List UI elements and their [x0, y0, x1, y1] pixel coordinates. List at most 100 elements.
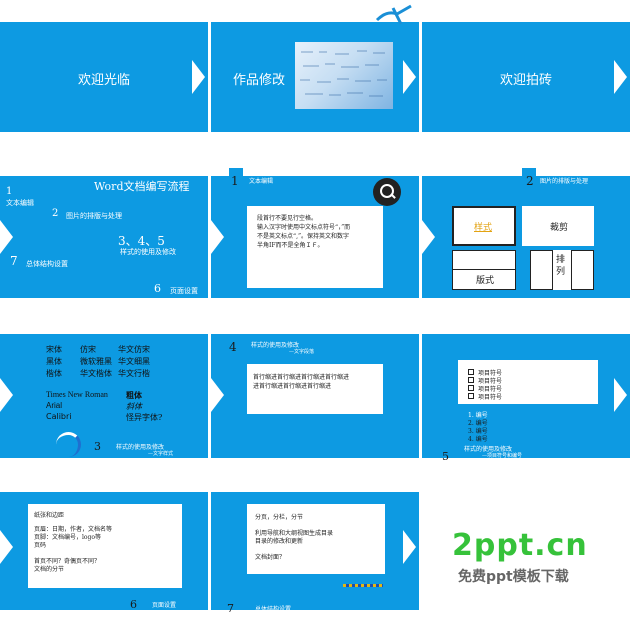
style-name: 粗体 — [126, 390, 142, 400]
bead-decoration — [343, 584, 383, 587]
pen-icon — [375, 4, 415, 26]
page-setup-line: 文档的分节 — [34, 566, 65, 573]
slide-3[interactable]: 欢迎拍砖 — [422, 0, 630, 155]
font-name: 华文细黑 — [118, 357, 150, 366]
section-label: 总体结构设置 — [255, 606, 292, 613]
section-number: 3 — [94, 440, 101, 453]
section-number: 1 — [231, 174, 239, 188]
section-number: 5 — [442, 450, 449, 463]
arrow-icon — [403, 60, 416, 94]
line-2: 利用导航和大纲视图生成目录 — [255, 530, 334, 537]
bullet-square-icon — [468, 369, 474, 375]
slide-2[interactable]: 作品修改 — [211, 0, 419, 155]
layout-divider — [452, 269, 516, 270]
arrow-icon — [0, 378, 13, 412]
slide-11[interactable]: 分页，分栏，分节 利用导航和大纲视图生成目录 目录的修改和更新 文档封面？ 7 … — [211, 474, 419, 629]
bullet-box — [458, 360, 598, 404]
line-4: 文档封面？ — [255, 554, 286, 561]
style-box — [452, 206, 516, 246]
bullet-item: 项目符号 — [478, 378, 503, 385]
western-font: Calibri — [46, 412, 72, 421]
western-font: Times New Roman — [46, 390, 108, 399]
step-label: 文本编辑 — [6, 199, 34, 207]
section-number: 7 — [227, 602, 234, 615]
arrow-icon — [192, 60, 205, 94]
step-label: 图片的排版与处理 — [66, 212, 122, 220]
section-label: 样式的使用及修改 — [116, 444, 165, 451]
page-setup-line: 首页不同？奇偶页不同？ — [34, 558, 101, 565]
blue-band — [0, 334, 208, 458]
content-box — [247, 206, 383, 288]
slide-6[interactable]: 2 图片的排版与处理 样式 裁剪 版式 排 列 — [422, 158, 630, 313]
arrow-icon — [422, 220, 435, 254]
section-sub: —项目符号和编号 — [482, 453, 523, 459]
number-tab — [229, 168, 243, 190]
slide-5[interactable]: 1 文本编辑 段首行不要见行空格。 输入汉字时使用中文标点符号“，”而 不是英文… — [211, 158, 419, 313]
font-name: 微软雅黑 — [80, 357, 112, 366]
section-label: 文本编辑 — [249, 178, 274, 185]
numbered-item: 3. 编号 — [468, 428, 488, 435]
blue-band — [422, 22, 630, 132]
bullet-item: 项目符号 — [478, 386, 503, 393]
section-number: 4 — [229, 340, 237, 354]
numbered-item: 4. 编号 — [468, 436, 488, 443]
layout-label: 版式 — [476, 276, 495, 286]
watermark-logo: 2ppt.cn 免费ppt模板下载 — [452, 528, 622, 588]
slide-4[interactable]: Word文档编写流程 1 文本编辑 2 图片的排版与处理 3、4、5 样式的使用… — [0, 158, 208, 313]
bullet-item: 项目符号 — [478, 370, 503, 377]
content-box — [247, 364, 383, 414]
font-name: 楷体 — [46, 369, 62, 378]
numbered-item: 2. 编号 — [468, 420, 488, 427]
arrow-icon — [211, 220, 224, 254]
font-name: 华文楷体 — [80, 369, 112, 378]
page-setup-line: 页眉：日期，作者，文档名等 — [34, 526, 113, 533]
search-icon — [373, 178, 401, 206]
arrange-inner — [552, 250, 572, 290]
step-number: 6 — [154, 282, 161, 295]
arrow-icon — [614, 60, 627, 94]
box-heading: 纸张和边距 — [34, 512, 65, 519]
section-label: 样式的使用及修改 — [464, 446, 513, 453]
tips-paragraph: 段首行不要见行空格。 输入汉字时使用中文标点符号“，”而 不是英文标点“,”。保… — [257, 215, 351, 249]
content-box — [28, 504, 182, 588]
arrow-icon — [0, 220, 13, 254]
arrange-label: 排 列 — [556, 255, 566, 277]
slide-1[interactable]: 欢迎光临 — [0, 0, 208, 155]
section-number: 6 — [130, 598, 137, 611]
content-box — [247, 504, 385, 574]
slide-title: 作品修改 — [233, 73, 286, 88]
crop-box — [522, 206, 594, 246]
section-label: 样式的使用及修改 — [251, 342, 300, 349]
watermark-big: 2ppt.cn — [452, 528, 588, 563]
slide-title: Word文档编写流程 — [94, 180, 190, 193]
font-name: 宋体 — [46, 345, 62, 354]
slide-8[interactable]: 4 样式的使用及修改 —文字段落 首行缩进首行缩进首行缩进首行缩进 进首行缩进首… — [211, 316, 419, 471]
style-name: 怪异字体? — [126, 413, 163, 422]
font-name: 华文仿宋 — [118, 345, 150, 354]
font-name: 华文行楷 — [118, 369, 150, 378]
blue-band — [0, 176, 208, 298]
style-label: 样式 — [474, 223, 493, 233]
font-name: 仿宋 — [80, 345, 96, 354]
number-tab — [522, 168, 536, 190]
arrow-icon — [403, 530, 416, 564]
formula-picture — [295, 42, 393, 109]
step-number: 2 — [52, 208, 59, 219]
step-number: 7 — [10, 254, 18, 268]
step-number: 1 — [6, 186, 13, 197]
section-sub: —文字段落 — [289, 349, 315, 355]
bullet-square-icon — [468, 393, 474, 399]
bullet-item: 项目符号 — [478, 394, 503, 401]
page-setup-line: 页脚：文档编号，logo等 — [34, 534, 101, 541]
arrow-icon — [614, 378, 627, 412]
slide-7[interactable]: 宋体 仿宋 华文仿宋黑体 微软雅黑华文细黑楷体 华文楷体华文行楷 Times New R… — [0, 316, 208, 471]
western-font: Arial — [46, 401, 63, 410]
arrow-icon — [211, 378, 224, 412]
section-number: 2 — [526, 174, 534, 188]
font-name: 黑体 — [46, 357, 62, 366]
slide-10[interactable]: 纸张和边距 页眉：日期，作者，文档名等页脚：文档编号，logo等页码首页不同？奇… — [0, 474, 208, 629]
bullet-square-icon — [468, 385, 474, 391]
layout-box — [452, 250, 516, 290]
section-label: 图片的排版与处理 — [540, 178, 589, 185]
